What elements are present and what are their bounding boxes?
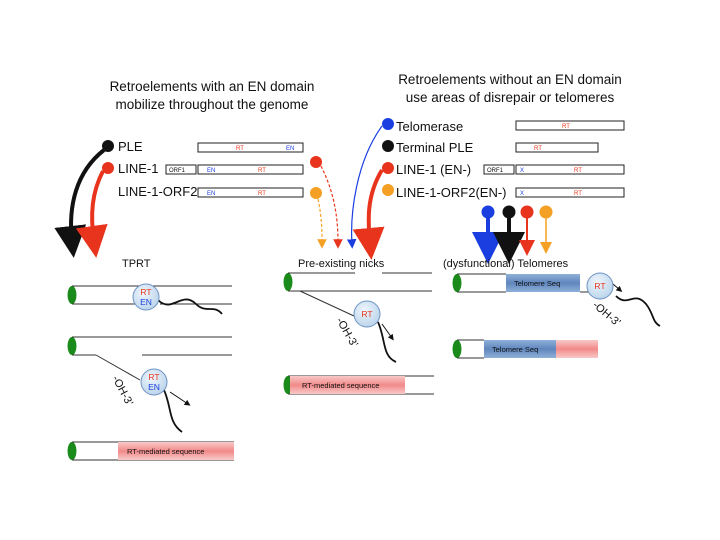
- line1-dot: [102, 162, 114, 174]
- svg-text:RT: RT: [258, 168, 266, 174]
- terminal-ple-dot: [382, 140, 394, 152]
- svg-text:RT: RT: [594, 281, 605, 291]
- svg-text:RT: RT: [258, 191, 266, 197]
- nicks-step2: RT-mediated sequence: [283, 375, 434, 395]
- svg-text:EN: EN: [140, 297, 152, 307]
- svg-text:RT: RT: [574, 168, 582, 174]
- telomerase-gene-bar: RT: [515, 120, 625, 131]
- svg-text:ORF1: ORF1: [487, 168, 504, 174]
- svg-text:EN: EN: [207, 191, 215, 197]
- tprt-title: TPRT: [122, 258, 151, 270]
- telomerase-arrow: [346, 125, 383, 249]
- right-header-line1: Retroelements without an EN domain: [398, 72, 622, 87]
- svg-text:RT: RT: [534, 146, 542, 152]
- ple-label: PLE: [118, 139, 143, 154]
- telomeres-title: (dysfunctional) Telomeres: [443, 258, 569, 270]
- ple-arrow: [54, 148, 106, 258]
- svg-text:EN: EN: [286, 146, 294, 152]
- svg-text:ORF1: ORF1: [169, 168, 186, 174]
- line1-gene-bar: ORF1 EN RT: [165, 164, 304, 175]
- line1-orf2-label: LINE-1-ORF2: [118, 184, 197, 199]
- line1-middle-dot: [310, 156, 322, 168]
- terminal-ple-gene-bar: RT: [515, 142, 599, 153]
- telomeres-oh3-label: -OH-3’: [590, 299, 623, 329]
- svg-text:X: X: [520, 191, 524, 197]
- nicks-rt-mediated-label: RT-mediated sequence: [302, 381, 379, 390]
- svg-text:RT: RT: [236, 146, 244, 152]
- svg-text:RT: RT: [140, 287, 151, 297]
- line1-en-minus-arrow: [352, 168, 385, 260]
- terminal-ple-label: Terminal PLE: [396, 140, 474, 155]
- line1-arrow: [75, 170, 108, 258]
- svg-text:X: X: [520, 168, 524, 174]
- svg-text:RT: RT: [148, 372, 159, 382]
- telomerase-label: Telomerase: [396, 119, 463, 134]
- telomere-arrows: [472, 205, 553, 264]
- line1-orf2-gene-bar: EN RT: [197, 187, 304, 198]
- orf2-en-minus-dot: [382, 184, 394, 196]
- orf2-dashed-arrow: [317, 198, 327, 249]
- svg-text:EN: EN: [207, 168, 215, 174]
- telomere-seq-label-2: Telomere Seq: [492, 345, 538, 354]
- svg-text:RT: RT: [361, 309, 372, 319]
- telomere-seq-label-1: Telomere Seq: [514, 279, 560, 288]
- telomeres-step2: Telomere Seq: [452, 339, 598, 359]
- svg-text:RT: RT: [574, 191, 582, 197]
- line1-en-minus-gene-bar: ORF1 X RT: [483, 164, 625, 175]
- telomerase-dot: [382, 118, 394, 130]
- nicks-step1: RT -OH-3’: [283, 272, 432, 363]
- tprt-step1: RT EN: [67, 283, 232, 315]
- svg-text:EN: EN: [148, 382, 160, 392]
- right-header-line2: use areas of disrepair or telomeres: [406, 90, 615, 105]
- orf2-en-minus-gene-bar: X RT: [515, 187, 625, 198]
- tprt-step3: RT-mediated sequence: [67, 441, 234, 461]
- line1-label: LINE-1: [118, 161, 158, 176]
- left-header-line2: mobilize throughout the genome: [116, 97, 309, 112]
- tprt-step2: RT EN -OH-3’: [67, 336, 232, 433]
- svg-text:RT: RT: [562, 124, 570, 130]
- line1-en-minus-label: LINE-1 (EN-): [396, 162, 471, 177]
- telomeres-step1: Telomere Seq RT -OH-3’: [452, 272, 661, 329]
- line1-dashed-arrow: [320, 165, 343, 249]
- orf2-middle-dot: [310, 187, 322, 199]
- orf2-en-minus-label: LINE-1-ORF2(EN-): [396, 185, 507, 200]
- tprt-rt-mediated-label: RT-mediated sequence: [127, 447, 204, 456]
- ple-gene-bar: RT EN: [197, 142, 304, 153]
- line1-en-minus-dot: [382, 162, 394, 174]
- ple-dot: [102, 140, 114, 152]
- left-header-line1: Retroelements with an EN domain: [110, 79, 315, 94]
- tprt-oh3-label: -OH-3’: [109, 374, 135, 408]
- nicks-title: Pre-existing nicks: [298, 258, 385, 270]
